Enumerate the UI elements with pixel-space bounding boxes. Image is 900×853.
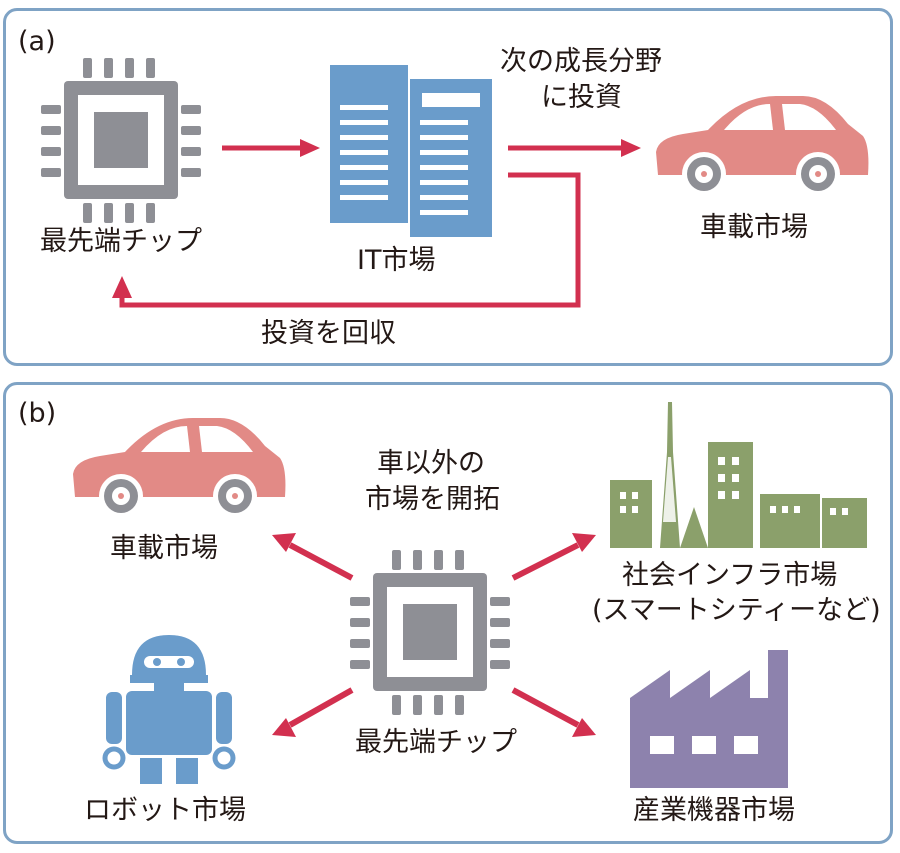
car-market-label-b: 車載市場 — [110, 533, 218, 564]
chip-label-a: 最先端チップ — [40, 226, 202, 257]
building-icon — [330, 65, 492, 237]
next-growth-line2: に投資 — [541, 82, 622, 113]
arrow-chip-to-it — [222, 139, 320, 157]
expand-markets-line1: 車以外の — [377, 448, 485, 479]
panel-b-label: (b) — [18, 398, 57, 429]
infra-market-line1: 社会インフラ市場 — [622, 560, 838, 591]
factory-icon — [630, 650, 788, 788]
infra-market-line2: (スマートシティーなど) — [592, 595, 881, 626]
expand-markets-line2: 市場を開拓 — [365, 484, 500, 515]
industrial-market-label: 産業機器市場 — [633, 795, 795, 826]
robot-market-label: ロボット市場 — [84, 795, 246, 826]
chip-icon — [41, 58, 201, 223]
city-icon — [610, 402, 867, 548]
arrow-return-investment — [112, 172, 581, 308]
car-market-label-a: 車載市場 — [700, 212, 808, 243]
car-icon — [73, 418, 286, 518]
return-investment-label: 投資を回収 — [261, 318, 396, 349]
chip-label-b: 最先端チップ — [355, 727, 517, 758]
robot-icon — [102, 635, 236, 784]
chip-icon — [350, 550, 510, 715]
car-icon — [656, 96, 869, 196]
it-market-label: IT市場 — [357, 245, 436, 276]
arrow-it-to-car — [508, 139, 641, 157]
next-growth-line1: 次の成長分野 — [500, 46, 662, 77]
panel-a-label: (a) — [18, 26, 56, 57]
